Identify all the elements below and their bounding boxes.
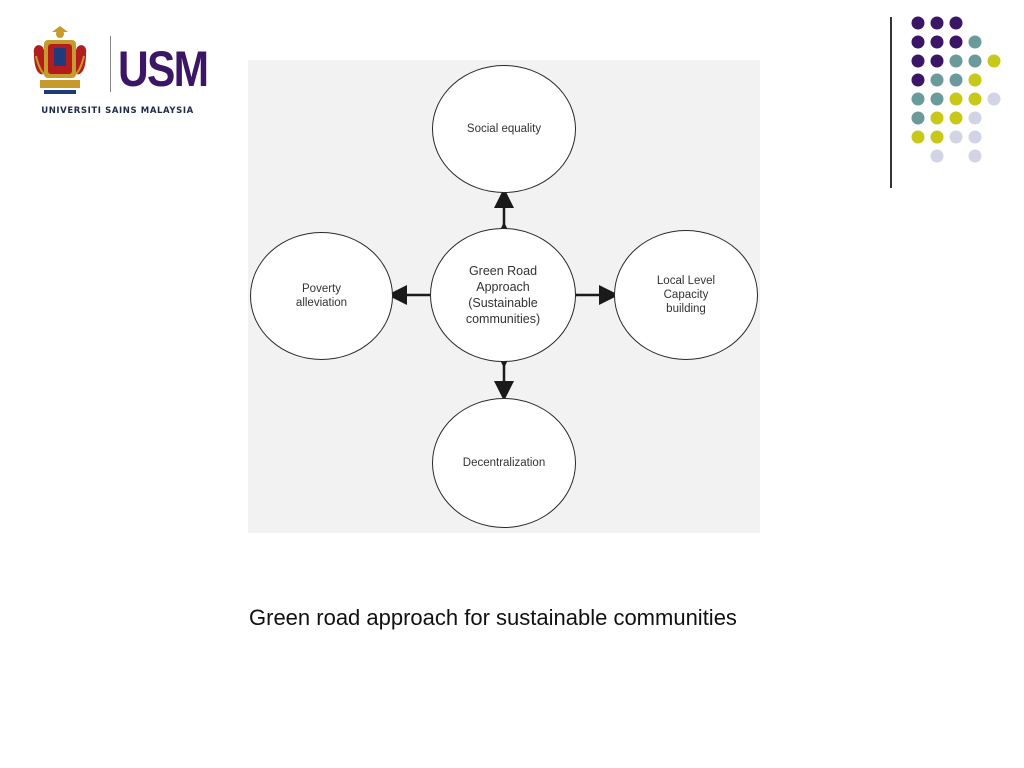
node-poverty-alleviation: Poverty alleviation xyxy=(250,232,393,360)
decor-dot xyxy=(949,92,963,106)
decor-dot xyxy=(930,149,944,163)
decor-dot xyxy=(911,16,925,30)
decor-dot xyxy=(949,54,963,68)
crest-icon xyxy=(33,26,111,94)
decor-dot xyxy=(930,111,944,125)
decor-dot xyxy=(968,92,982,106)
diagram-connectors xyxy=(387,188,619,401)
decor-dot xyxy=(968,149,982,163)
decor-dot xyxy=(968,54,982,68)
decor-dot xyxy=(949,130,963,144)
decor-dot xyxy=(911,73,925,87)
decor-dot xyxy=(930,130,944,144)
university-logo: USM UNIVERSITI SAINS MALAYSIA xyxy=(30,24,209,120)
decor-dot xyxy=(911,35,925,49)
decor-dot xyxy=(949,16,963,30)
decor-dot xyxy=(930,73,944,87)
decor-dot xyxy=(911,54,925,68)
diagram-caption: Green road approach for sustainable comm… xyxy=(249,605,737,630)
decor-dot xyxy=(949,111,963,125)
usm-mark: USM xyxy=(118,41,209,97)
node-local-level-capacity-building: Local Level Capacity building xyxy=(614,230,758,360)
decor-dot xyxy=(987,92,1001,106)
decor-dot xyxy=(930,16,944,30)
university-name: UNIVERSITI SAINS MALAYSIA xyxy=(41,106,194,116)
decor-dot xyxy=(911,111,925,125)
decor-dot xyxy=(949,35,963,49)
decor-dot xyxy=(968,73,982,87)
decor-dot xyxy=(930,54,944,68)
decor-dot xyxy=(930,35,944,49)
decor-dot xyxy=(968,130,982,144)
decorative-dots xyxy=(911,16,1001,163)
node-green-road-approach: Green Road Approach (Sustainable communi… xyxy=(430,228,576,362)
decor-dot xyxy=(949,73,963,87)
node-social-equality: Social equality xyxy=(432,65,576,193)
separator-line xyxy=(890,17,892,188)
decor-dot xyxy=(968,111,982,125)
node-decentralization: Decentralization xyxy=(432,398,576,528)
decor-dot xyxy=(911,92,925,106)
diagram-panel: Social equality Green Road Approach (Sus… xyxy=(248,60,760,533)
decor-dot xyxy=(911,130,925,144)
decor-dot xyxy=(930,92,944,106)
decor-dot xyxy=(968,35,982,49)
decor-dot xyxy=(987,54,1001,68)
